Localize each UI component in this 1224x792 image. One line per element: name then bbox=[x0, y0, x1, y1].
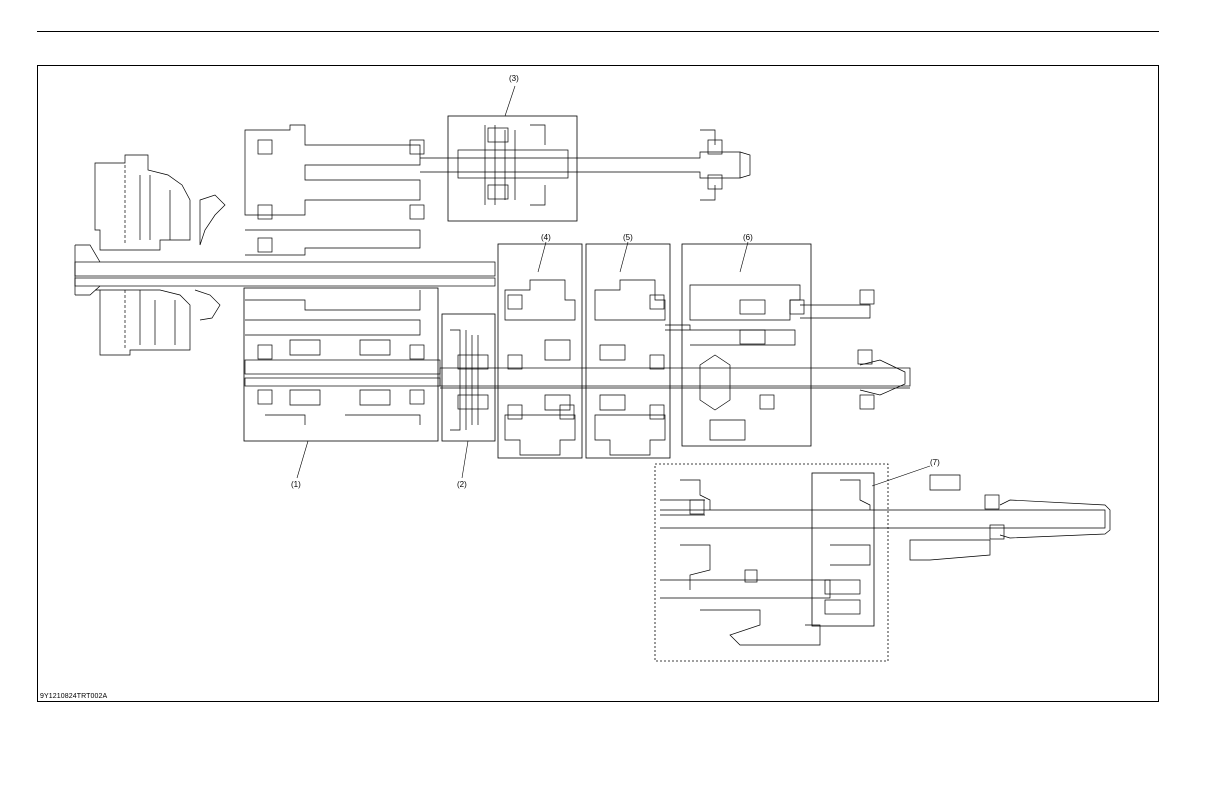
figure-code: 9Y1210824TRT002A bbox=[40, 693, 108, 700]
section-box-1 bbox=[243, 287, 439, 442]
figure-frame bbox=[37, 65, 1159, 702]
header-rule bbox=[37, 31, 1159, 32]
section-box-7-outer bbox=[654, 463, 889, 662]
section-box-7-inner bbox=[811, 472, 875, 627]
callout-7: (7) bbox=[930, 458, 940, 467]
section-box-5 bbox=[585, 243, 671, 459]
section-box-6 bbox=[681, 243, 812, 447]
callout-3: (3) bbox=[509, 74, 519, 83]
callout-1: (1) bbox=[291, 480, 301, 489]
callout-2: (2) bbox=[457, 480, 467, 489]
callout-6: (6) bbox=[743, 233, 753, 242]
callout-5: (5) bbox=[623, 233, 633, 242]
section-box-4 bbox=[497, 243, 583, 459]
section-box-3 bbox=[447, 115, 578, 222]
callout-4: (4) bbox=[541, 233, 551, 242]
section-box-2 bbox=[441, 313, 496, 442]
